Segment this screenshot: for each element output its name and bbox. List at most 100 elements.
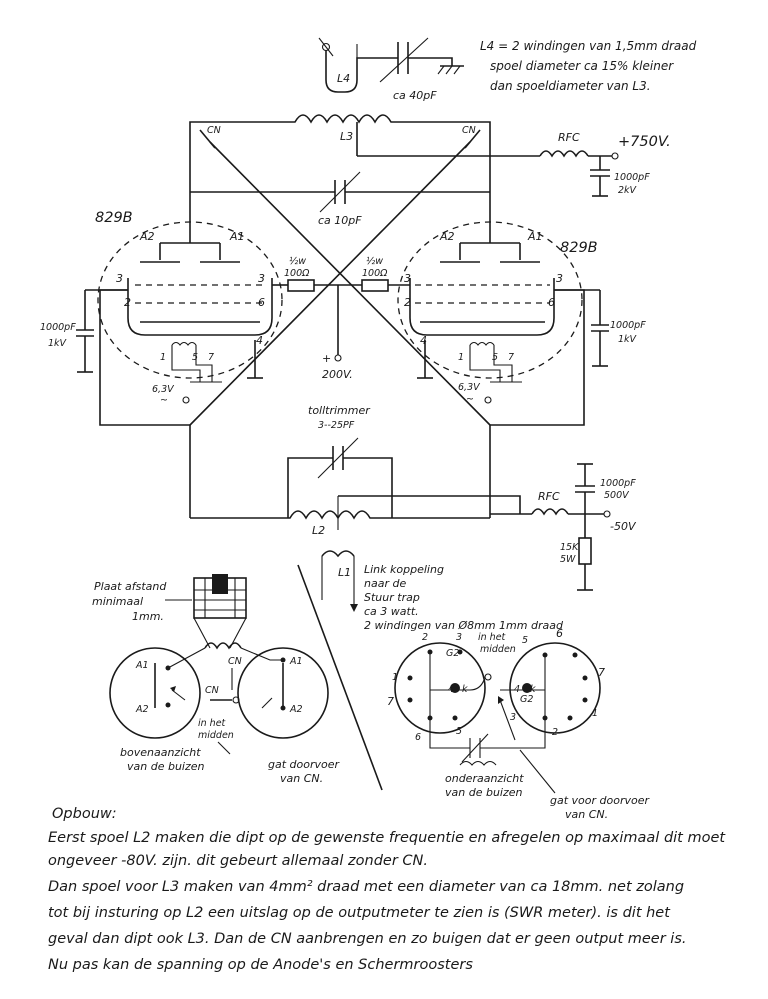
tube-right-p1: 1	[458, 352, 464, 363]
tube-left-p6: 6	[258, 296, 265, 309]
res-15k-label-a: 15K	[560, 542, 579, 553]
tube-right-p3a: 3	[404, 272, 411, 285]
trim-label-b: 3--25PF	[318, 420, 355, 431]
tube-left-heater-terminal	[182, 396, 190, 404]
link-line-1: Link koppeling	[364, 563, 444, 576]
l3-label: L3	[340, 130, 353, 143]
tube-left-p3b: 3	[258, 272, 265, 285]
tube-right-p4: 4	[420, 334, 427, 347]
l4-note: L4 = 2 windingen van 1,5mm draad spoel d…	[480, 39, 697, 93]
c-left-label-a: 1000pF	[40, 322, 76, 333]
tube-left-heater-v: 6,3V	[152, 384, 175, 395]
tube-left-a1: A1	[229, 230, 245, 243]
notes-line-3: Dan spoel voor L3 maken van 4mm² draad m…	[48, 879, 684, 895]
l4-note-line-3: dan spoeldiameter van L3.	[490, 79, 651, 93]
link-line-3: Stuur trap	[364, 591, 420, 604]
top-a2-right: A2	[289, 704, 303, 715]
top-a1-right: A1	[289, 656, 303, 667]
notes-line-1: Eerst spoel L2 maken die dipt op de gewe…	[48, 830, 726, 846]
hv-terminal	[611, 152, 619, 160]
c2kv-label-a: 1000pF	[614, 172, 650, 183]
bottom-cn-hole	[484, 673, 492, 681]
plaat-label-3: 1mm.	[132, 610, 164, 623]
tube-right-p5: 5	[492, 352, 498, 363]
c2kv-label-b: 2kV	[618, 185, 638, 196]
midden-label-1: in het	[198, 718, 227, 729]
boven-label-1: bovenaanzicht	[120, 746, 201, 759]
tube-right: A2 A1 829B 3 3 2 6 4 1 5 7 6,3V ~ 1000pF…	[397, 221, 646, 426]
v200-label: 200V.	[322, 368, 353, 381]
bot-n1a: 1	[392, 672, 398, 683]
tube-right-a2: A2	[439, 230, 455, 243]
l1-label: L1	[338, 566, 351, 579]
tube-right-type: 829B	[560, 240, 598, 256]
c500-label-a: 1000pF	[600, 478, 636, 489]
notes-line-6: Nu pas kan de spanning op de Anode's en …	[48, 957, 473, 973]
notes-heading: Opbouw:	[52, 806, 117, 822]
top-cn-1: CN	[228, 656, 242, 667]
rfc-top-label: RFC	[558, 131, 580, 144]
build-notes: Opbouw: Eerst spoel L2 maken die dipt op…	[48, 806, 726, 973]
neg50-terminal	[603, 510, 611, 518]
tube-right-heater	[469, 341, 495, 346]
gat-right-2: van CN.	[565, 808, 608, 821]
gat-left-1: gat doorvoer	[268, 758, 341, 771]
bot-n3b: 3	[510, 712, 516, 723]
notes-line-2: ongeveer -80V. zijn. dit gebeurt allemaa…	[48, 853, 428, 869]
boven-label-2: van de buizen	[127, 760, 205, 773]
tube-top-left	[109, 647, 201, 739]
bot-n6b: 6	[415, 732, 421, 743]
res-15k-label-b: 5W	[560, 554, 576, 565]
bot-n6: 6	[556, 627, 563, 640]
cn-right-label: CN	[462, 125, 476, 136]
rfc-bias-label: RFC	[538, 490, 560, 503]
screen-feed: ½w 100Ω ½w 100Ω + 200V.	[272, 256, 410, 381]
l2-label: L2	[312, 524, 325, 537]
tube-right-p6: 6	[548, 296, 555, 309]
tube-right-p2: 2	[404, 296, 411, 309]
bot-n7b: 7	[598, 666, 605, 679]
bot-n2b: 2	[552, 727, 558, 738]
onder-label-2: van de buizen	[445, 786, 523, 799]
plaat-label-1: Plaat afstand	[94, 580, 167, 593]
cn-cross-line-a	[209, 141, 491, 426]
link-line-4: ca 3 watt.	[364, 605, 419, 618]
v200-plus: +	[322, 352, 331, 365]
tube-right-heater-terminal	[484, 396, 492, 404]
gat-right-1: gat voor doorvoer	[550, 794, 650, 807]
cn-left-label: CN	[207, 125, 221, 136]
c10-variable-arrow	[319, 171, 361, 213]
onder-label-1: onderaanzicht	[445, 772, 524, 785]
bot-g2b: G2	[520, 694, 533, 705]
res-left	[287, 279, 315, 292]
top-a1-left: A1	[135, 660, 149, 671]
bot-g2a: G2	[446, 648, 459, 659]
l3-tank: L3 CN CN ca 10pF	[189, 114, 491, 243]
tube-left-p4: 4	[256, 334, 263, 347]
grid-circuit: L2 tolltrimmer 3--25PF L1 RFC -50V 1000p…	[189, 404, 637, 612]
tube-left-envelope	[97, 221, 283, 379]
tube-left-type: 829B	[95, 210, 133, 226]
c500-label-b: 500V	[604, 490, 630, 501]
detail-coil	[204, 642, 242, 650]
l3-coil	[189, 114, 491, 243]
tube-right-a1: A1	[527, 230, 543, 243]
trim-label-a: tolltrimmer	[308, 404, 371, 417]
hv-feed: RFC +750V. 1000pF 2kV	[356, 122, 671, 197]
tube-left-p7: 7	[208, 352, 214, 363]
tube-right-envelope	[397, 221, 583, 379]
tube-top-right	[237, 647, 329, 739]
tube-bottom-right	[509, 642, 601, 734]
bot-n7a: 7	[387, 695, 394, 708]
tube-left-p3a: 3	[116, 272, 123, 285]
tube-right-heater-v: 6,3V	[458, 382, 481, 393]
detail-bottom-view: 2 3 G2 in het midden 5 6 1 7 4 k 6 5 4 k…	[387, 627, 650, 821]
tube-left-p2: 2	[124, 296, 131, 309]
l1-coil	[321, 550, 355, 558]
bot-k1: k	[462, 684, 468, 695]
c-left-label-b: 1kV	[48, 338, 68, 349]
notes-line-4: tot bij insturing op L2 een uitslag op d…	[48, 905, 671, 921]
res-right	[361, 279, 389, 292]
res-15k	[578, 537, 592, 565]
